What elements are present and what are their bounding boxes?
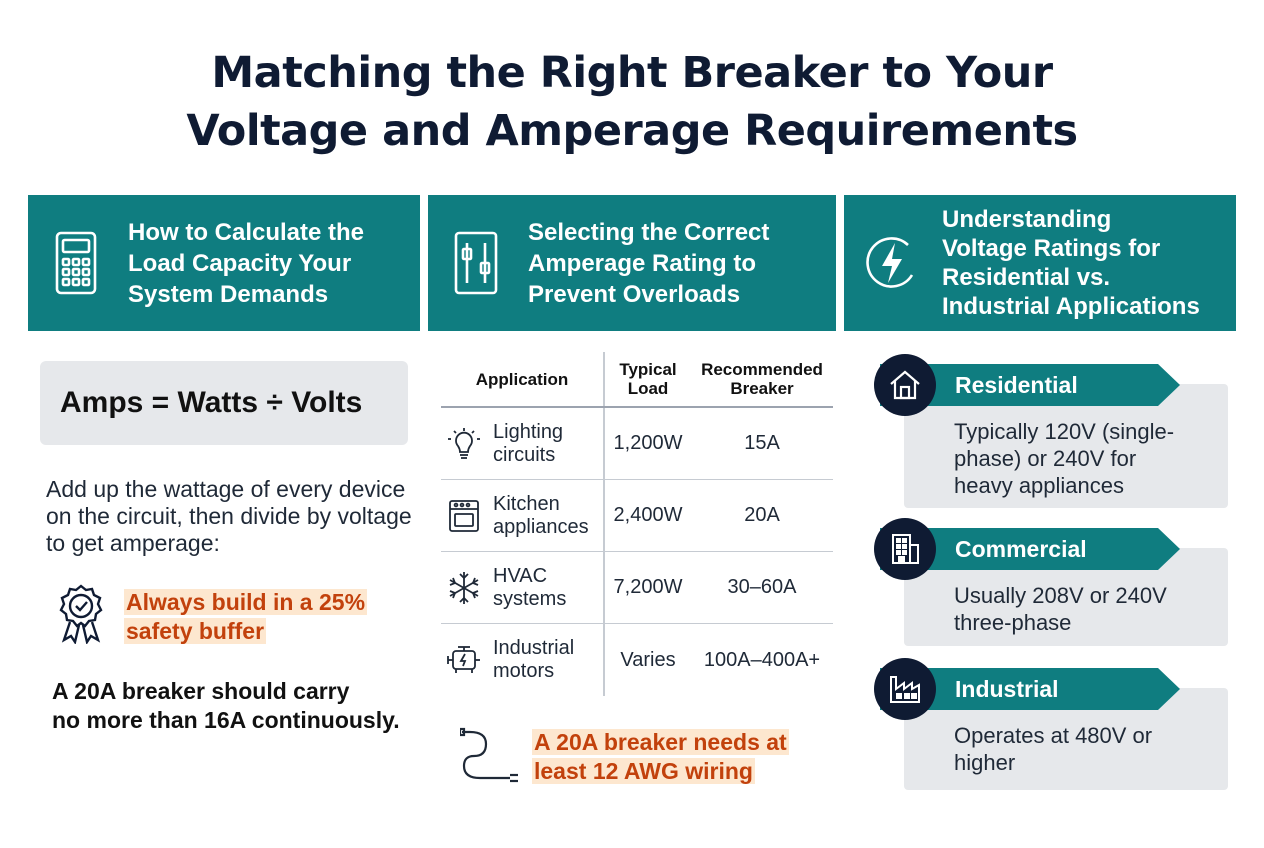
header-amperage-rating: Selecting the Correct Amperage Rating to… bbox=[428, 195, 836, 331]
wire-cable-icon bbox=[458, 726, 520, 786]
header-line: Breaker bbox=[730, 379, 794, 398]
safety-buffer-note: Always build in a 25% safety buffer bbox=[124, 588, 368, 646]
header-line: Typical bbox=[619, 360, 677, 379]
card-line: Usually 208V or 240V bbox=[954, 583, 1167, 608]
app-line: appliances bbox=[493, 515, 589, 538]
snowflake-icon bbox=[445, 569, 483, 607]
heading-line: How to Calculate the bbox=[128, 218, 365, 246]
formula-box: Amps = Watts ÷ Volts bbox=[40, 361, 408, 445]
load-cell: 7,200W bbox=[603, 552, 691, 623]
safety-line-2: safety buffer bbox=[124, 618, 267, 644]
header-line: Load bbox=[627, 379, 669, 398]
card-line: Operates at 480V or bbox=[954, 723, 1153, 748]
house-icon bbox=[874, 354, 936, 416]
app-line: HVAC bbox=[493, 564, 548, 587]
commercial-text: Usually 208V or 240V three-phase bbox=[954, 582, 1224, 636]
wiring-line-2: least 12 AWG wiring bbox=[532, 758, 755, 784]
residential-text: Typically 120V (single- phase) or 240V f… bbox=[954, 418, 1224, 499]
industrial-text: Operates at 480V or higher bbox=[954, 722, 1224, 776]
app-line: Industrial bbox=[493, 637, 575, 659]
lightning-bolt-icon bbox=[864, 227, 920, 299]
safety-line-1: Always build in a 25% bbox=[124, 589, 368, 615]
page-title: Matching the Right Breaker to Your Volta… bbox=[0, 44, 1264, 160]
heading-line: Selecting the Correct bbox=[528, 218, 770, 246]
note-line-2: no more than 16A continuously. bbox=[52, 707, 400, 733]
app-line: circuits bbox=[493, 443, 556, 466]
card-line: heavy appliances bbox=[954, 473, 1125, 498]
load-cell: 2,400W bbox=[603, 480, 691, 551]
wiring-note: A 20A breaker needs at least 12 AWG wiri… bbox=[532, 728, 789, 786]
header-line: Recommended bbox=[701, 360, 823, 379]
breaker-switch-icon bbox=[448, 227, 504, 299]
calculator-icon bbox=[48, 227, 104, 299]
breaker-cell: 20A bbox=[744, 504, 780, 526]
breaker-cell: 15A bbox=[744, 432, 780, 454]
lightbulb-icon bbox=[445, 425, 483, 463]
factory-icon bbox=[874, 658, 936, 720]
heading-line: Residential vs. bbox=[942, 264, 1111, 291]
award-ribbon-icon bbox=[56, 584, 106, 645]
header-text: Understanding Voltage Ratings for Reside… bbox=[942, 205, 1200, 321]
load-cell: 1,200W bbox=[603, 408, 691, 479]
commercial-card: Usually 208V or 240V three-phase bbox=[904, 548, 1228, 646]
heading-line: Industrial Applications bbox=[942, 293, 1200, 320]
card-line: Typically 120V (single- bbox=[954, 419, 1175, 444]
header-text: How to Calculate the Load Capacity Your … bbox=[128, 217, 364, 310]
load-cell: Varies bbox=[603, 624, 691, 696]
heading-line: Understanding bbox=[942, 206, 1112, 233]
header-voltage-ratings: Understanding Voltage Ratings for Reside… bbox=[844, 195, 1236, 331]
continuous-load-note: A 20A breaker should carry no more than … bbox=[52, 677, 432, 735]
oven-icon bbox=[445, 497, 483, 535]
wiring-line-1: A 20A breaker needs at bbox=[532, 729, 789, 755]
app-line: systems bbox=[493, 587, 567, 610]
header-text: Selecting the Correct Amperage Rating to… bbox=[528, 217, 769, 310]
breaker-cell: 30–60A bbox=[727, 576, 797, 598]
card-line: three-phase bbox=[954, 610, 1072, 635]
header-load-capacity: How to Calculate the Load Capacity Your … bbox=[28, 195, 420, 331]
heading-line: Amperage Rating to bbox=[528, 249, 757, 277]
card-line: phase) or 240V for bbox=[954, 446, 1137, 471]
motor-icon bbox=[445, 641, 483, 679]
heading-line: Load Capacity Your bbox=[128, 249, 352, 277]
app-line: Lighting bbox=[493, 420, 564, 443]
app-line: motors bbox=[493, 660, 555, 682]
title-line-2: Voltage and Amperage Requirements bbox=[186, 106, 1078, 156]
note-line-1: A 20A breaker should carry bbox=[52, 678, 350, 704]
title-line-1: Matching the Right Breaker to Your bbox=[211, 48, 1053, 98]
header-application: Application bbox=[475, 369, 569, 389]
breaker-cell: 100A–400A+ bbox=[703, 648, 821, 671]
heading-line: Prevent Overloads bbox=[528, 280, 741, 308]
load-description: Add up the wattage of every device on th… bbox=[46, 476, 412, 556]
office-building-icon bbox=[874, 518, 936, 580]
heading-line: Voltage Ratings for bbox=[942, 235, 1161, 262]
app-line: Kitchen bbox=[493, 492, 560, 515]
card-line: higher bbox=[954, 750, 1016, 775]
heading-line: System Demands bbox=[128, 280, 329, 308]
